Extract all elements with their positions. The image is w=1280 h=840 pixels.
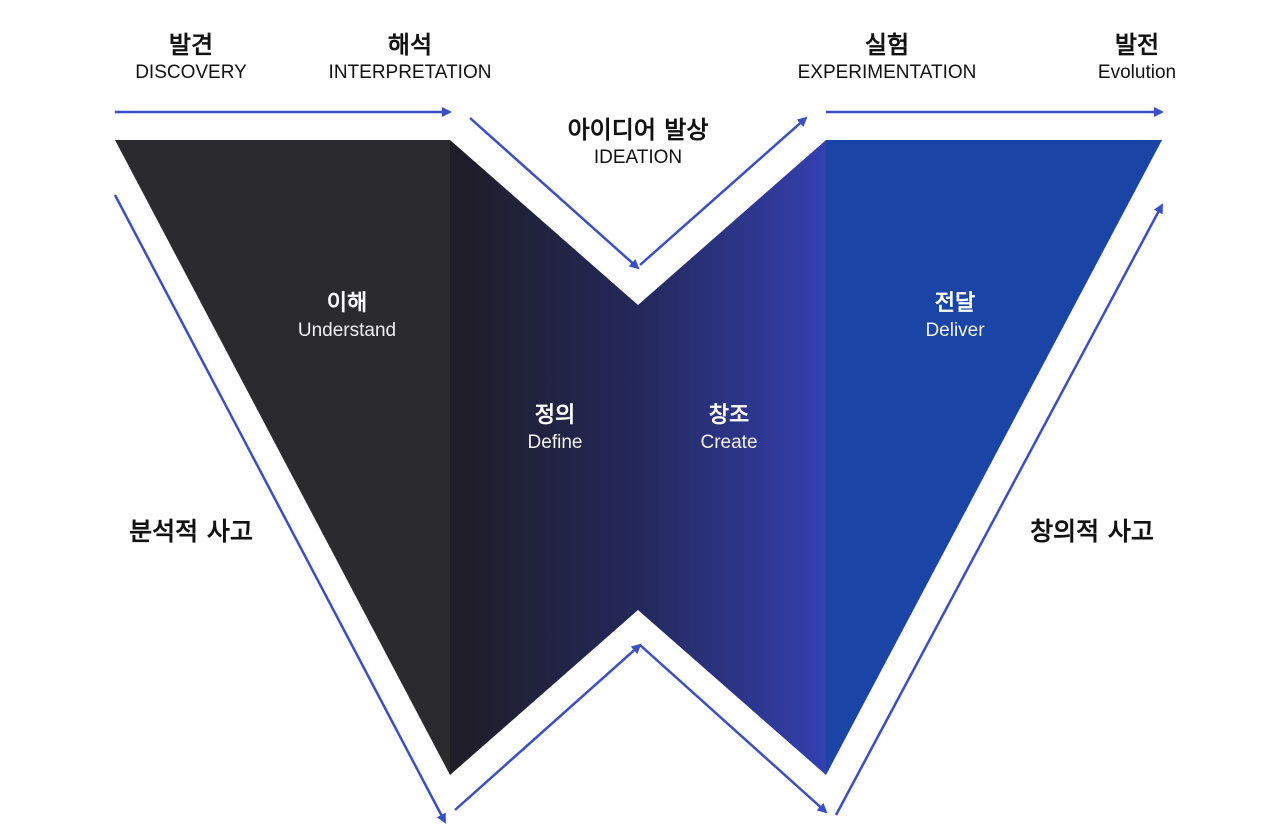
- phase-define-ko: 정의: [534, 403, 576, 428]
- phase-deliver: 전달 Deliver: [925, 290, 984, 344]
- phase-deliver-ko: 전달: [934, 291, 976, 316]
- phase-create-ko: 창조: [708, 403, 750, 428]
- stage-experimentation-en: EXPERIMENTATION: [797, 62, 977, 83]
- stage-ideation-ko: 아이디어 발상: [567, 116, 709, 144]
- stage-discovery-en: DISCOVERY: [135, 62, 247, 83]
- phase-understand-ko: 이해: [326, 291, 368, 316]
- stage-evolution-ko: 발전: [1114, 31, 1160, 59]
- deliver-shape: [826, 140, 1162, 775]
- stage-discovery: 발견 DISCOVERY: [135, 30, 247, 86]
- arrow-ideation: [639, 116, 808, 266]
- stage-evolution: 발전 Evolution: [1098, 30, 1176, 86]
- stage-experimentation: 실험 EXPERIMENTATION: [798, 30, 977, 86]
- stage-ideation: 아이디어 발상 IDEATION: [568, 115, 709, 171]
- stage-interpretation-ko: 해석: [387, 31, 433, 59]
- stage-ideation-en: IDEATION: [593, 147, 683, 168]
- phase-create: 창조 Create: [700, 402, 757, 456]
- stage-discovery-ko: 발견: [168, 31, 214, 59]
- arrow-creative-up: [834, 203, 1164, 816]
- arrow-bottom-up-left: [454, 643, 642, 811]
- phase-define-en: Define: [527, 432, 583, 453]
- phase-define: 정의 Define: [528, 402, 583, 456]
- stage-experimentation-ko: 실험: [864, 31, 910, 59]
- flow-arrows: [113, 107, 1164, 824]
- phase-create-en: Create: [700, 432, 758, 453]
- phase-deliver-en: Deliver: [925, 320, 985, 341]
- phase-understand-en: Understand: [297, 320, 397, 341]
- arrow-analytic-down: [113, 194, 447, 824]
- stage-evolution-en: Evolution: [1097, 62, 1177, 83]
- side-label-analytic: 분석적 사고: [129, 517, 253, 546]
- define-create-shape: [450, 140, 826, 775]
- stage-interpretation: 해석 INTERPRETATION: [329, 30, 492, 86]
- arrow-interpretation: [469, 117, 640, 270]
- understand-shape: [115, 140, 450, 775]
- phase-understand: 이해 Understand: [298, 290, 396, 344]
- side-label-creative: 창의적 사고: [1030, 517, 1154, 546]
- arrow-bottom-down-right: [639, 644, 828, 814]
- stage-interpretation-en: INTERPRETATION: [328, 62, 492, 83]
